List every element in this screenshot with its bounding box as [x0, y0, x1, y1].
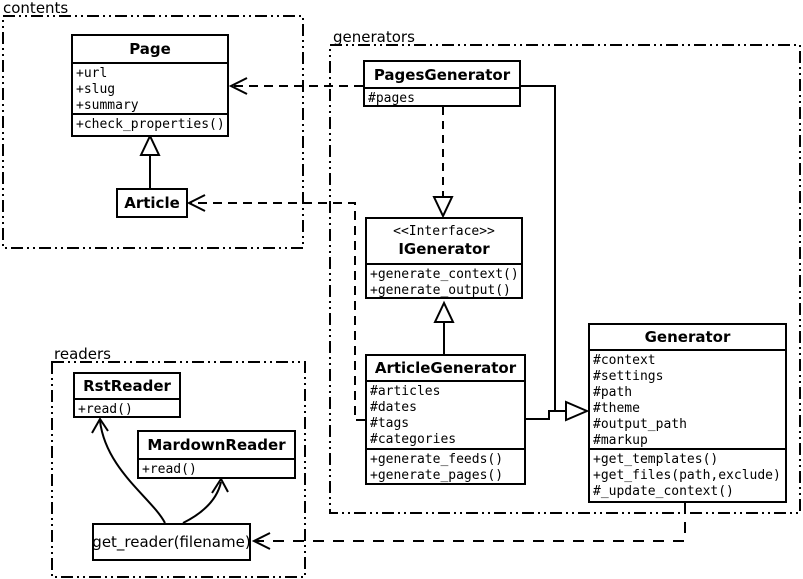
- method: +get_templates(): [593, 452, 719, 467]
- class-generator-attributes: #context #settings #path #theme #output_…: [590, 349, 785, 448]
- attribute: #tags: [370, 416, 410, 431]
- class-articlegenerator-methods: +generate_feeds() +generate_pages(): [367, 448, 524, 483]
- edge-pagesgenerator-realizes-igenerator: [432, 107, 454, 219]
- class-mardownreader-methods: +read(): [139, 458, 294, 477]
- class-rstreader-methods: +read(): [75, 398, 179, 417]
- class-mardownreader-title: MardownReader: [147, 436, 286, 454]
- class-igenerator-title: <<Interface>> IGenerator: [367, 219, 521, 263]
- method: +generate_context(): [370, 267, 519, 282]
- method: +generate_pages(): [370, 468, 504, 483]
- attribute: #context: [593, 353, 656, 368]
- edge-article-inherits-page: [139, 133, 161, 188]
- class-pagesgenerator-attributes: #pages: [365, 87, 519, 106]
- package-border-contents: [2, 15, 304, 249]
- method: +generate_feeds(): [370, 452, 504, 467]
- method: +generate_output(): [370, 283, 511, 298]
- edge-generator-depends-getreader: [251, 502, 686, 550]
- attribute: #markup: [593, 433, 648, 448]
- class-mardownreader: MardownReader +read(): [137, 430, 296, 479]
- class-igenerator-methods: +generate_context() +generate_output(): [367, 263, 521, 298]
- edge-articlegenerator-depends-article: [186, 194, 365, 421]
- attribute: #path: [593, 385, 633, 400]
- package-border-generators: [329, 44, 801, 514]
- edge-generators-inherit-generator: [521, 85, 590, 422]
- package-label-generators: generators: [333, 28, 415, 46]
- method: +get_files(path,exclude): [593, 468, 781, 483]
- attribute: #theme: [593, 401, 640, 416]
- edge-getreader-calls-rstreader: [91, 417, 166, 524]
- class-generator-title: Generator: [644, 328, 731, 346]
- class-page-methods: +check_properties(): [73, 113, 227, 133]
- class-generator-methods: +get_templates() +get_files(path,exclude…: [590, 448, 785, 500]
- method: +read(): [142, 462, 197, 477]
- method: +check_properties(): [76, 117, 225, 132]
- attribute: #dates: [370, 400, 417, 415]
- class-articlegenerator-attributes: #articles #dates #tags #categories: [367, 380, 524, 448]
- edge-getreader-calls-mardownreader: [182, 477, 229, 524]
- class-article: Article: [116, 188, 188, 218]
- attribute: #articles: [370, 384, 441, 399]
- class-page-title: Page: [129, 40, 171, 58]
- attribute: #pages: [368, 91, 415, 106]
- class-articlegenerator: ArticleGenerator #articles #dates #tags …: [365, 354, 526, 485]
- stereotype: <<Interface>>: [393, 224, 495, 239]
- class-rstreader-title: RstReader: [83, 377, 171, 395]
- class-articlegenerator-title: ArticleGenerator: [374, 359, 517, 377]
- class-page-attributes: +url +slug +summary: [73, 62, 227, 113]
- class-igenerator-name: IGenerator: [398, 240, 490, 258]
- package-label-readers: readers: [54, 345, 111, 363]
- method: #_update_context(): [593, 484, 734, 499]
- attribute: +summary: [76, 98, 139, 113]
- package-label-contents: contents: [3, 0, 69, 17]
- attribute: +slug: [76, 82, 116, 97]
- class-pagesgenerator: PagesGenerator #pages: [363, 60, 521, 107]
- function-get-reader: get_reader(filename): [92, 523, 251, 561]
- class-generator: Generator #context #settings #path #them…: [588, 323, 787, 503]
- class-igenerator: <<Interface>> IGenerator +generate_conte…: [365, 217, 523, 299]
- class-rstreader: RstReader +read(): [73, 372, 181, 418]
- attribute: #categories: [370, 432, 457, 447]
- attribute: #settings: [593, 369, 664, 384]
- edge-articlegenerator-realizes-igenerator: [433, 300, 455, 354]
- method: +read(): [78, 402, 133, 417]
- edge-pagesgenerator-depends-page: [228, 77, 363, 95]
- attribute: #output_path: [593, 417, 687, 432]
- package-border-readers: [51, 361, 306, 578]
- class-pagesgenerator-title: PagesGenerator: [373, 65, 511, 84]
- class-article-title: Article: [124, 194, 180, 212]
- class-page: Page +url +slug +summary +check_properti…: [71, 34, 229, 137]
- attribute: +url: [76, 66, 108, 81]
